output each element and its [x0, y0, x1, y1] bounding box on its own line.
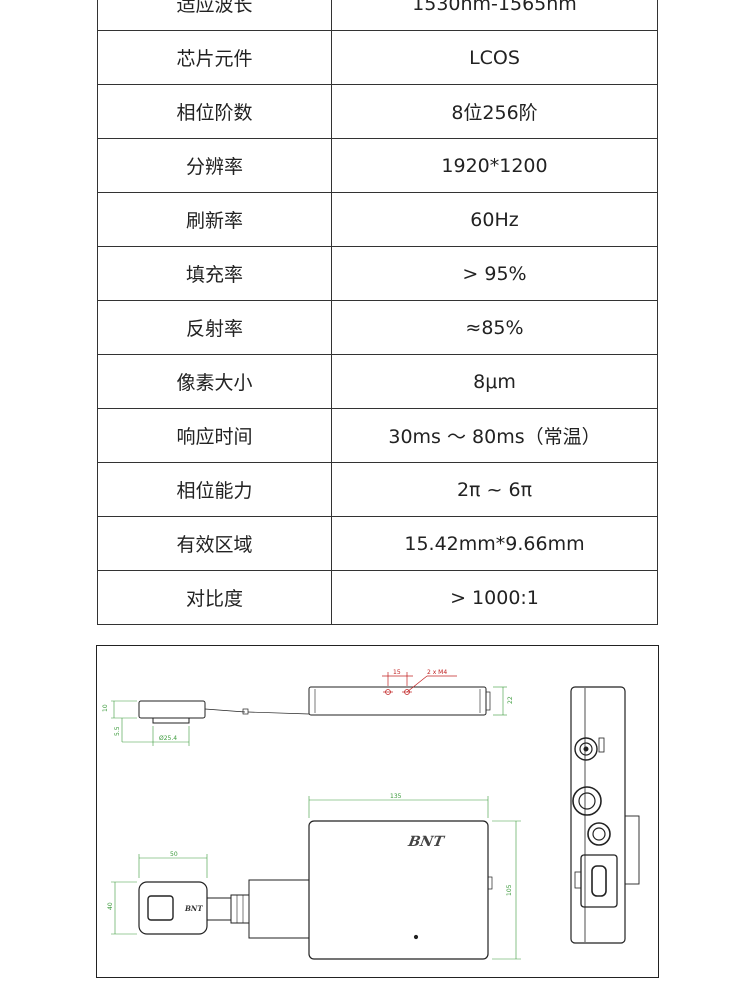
- cable-assembly: [206, 879, 310, 939]
- row-value: ≈85%: [331, 300, 658, 355]
- row-label: 分辨率: [97, 138, 332, 193]
- row-label: 填充率: [97, 246, 332, 301]
- mount-holes: [382, 672, 457, 695]
- dim-25-4: Ø25.4: [159, 735, 177, 742]
- dim-22: 22: [507, 696, 514, 704]
- technical-drawing: 10 5.5 Ø25.4 15 2 x M4 22: [96, 645, 659, 978]
- row-label: 刷新率: [97, 192, 332, 247]
- row-value: 2π ~ 6π: [331, 462, 658, 517]
- row-value: > 1000:1: [331, 570, 658, 625]
- port-connectors: [572, 786, 611, 846]
- table-row: 填充率> 95%: [97, 246, 658, 301]
- row-label: 有效区域: [97, 516, 332, 571]
- row-label: 芯片元件: [97, 30, 332, 85]
- dim-2xm4: 2 x M4: [427, 669, 447, 676]
- dim-50: 50: [170, 851, 178, 858]
- table-row: 反射率≈85%: [97, 300, 658, 355]
- row-value: 1920*1200: [331, 138, 658, 193]
- dim-135: 135: [390, 793, 402, 800]
- row-value: 8位256阶: [331, 84, 658, 139]
- row-value: LCOS: [331, 30, 658, 85]
- row-label: 对比度: [97, 570, 332, 625]
- dim-105: 105: [506, 884, 513, 896]
- row-label: 适应波长: [97, 0, 332, 31]
- box-top-dimensions: [308, 796, 521, 960]
- drawing-canvas: 10 5.5 Ø25.4 15 2 x M4 22: [102, 669, 640, 960]
- row-label: 相位阶数: [97, 84, 332, 139]
- row-value: 30ms ～ 80ms（常温）: [331, 408, 658, 463]
- bnc-connector: [574, 737, 605, 761]
- row-value: 60Hz: [331, 192, 658, 247]
- row-value: 1530nm-1565nm: [331, 0, 658, 31]
- row-value: 8μm: [331, 354, 658, 409]
- row-label: 像素大小: [97, 354, 332, 409]
- box-brand-logo: BNT: [406, 834, 446, 850]
- dim-5-5: 5.5: [114, 726, 121, 736]
- box-side-dimension: [493, 686, 507, 716]
- box-side-view: [308, 686, 491, 716]
- head-brand-logo: BNT: [184, 904, 203, 913]
- dim-40: 40: [107, 902, 114, 910]
- row-value: > 95%: [331, 246, 658, 301]
- head-side-view: [138, 700, 310, 724]
- row-value: 15.42mm*9.66mm: [331, 516, 658, 571]
- row-label: 反射率: [97, 300, 332, 355]
- dim-10: 10: [102, 704, 109, 712]
- head-dimensions: [111, 700, 190, 746]
- box-top-view: [308, 820, 493, 960]
- head-top-dimensions: [111, 854, 208, 935]
- row-label: 相位能力: [97, 462, 332, 517]
- dim-15: 15: [393, 669, 401, 676]
- usb-port: [574, 854, 618, 908]
- row-label: 响应时间: [97, 408, 332, 463]
- table-row: 对比度> 1000:1: [97, 570, 658, 625]
